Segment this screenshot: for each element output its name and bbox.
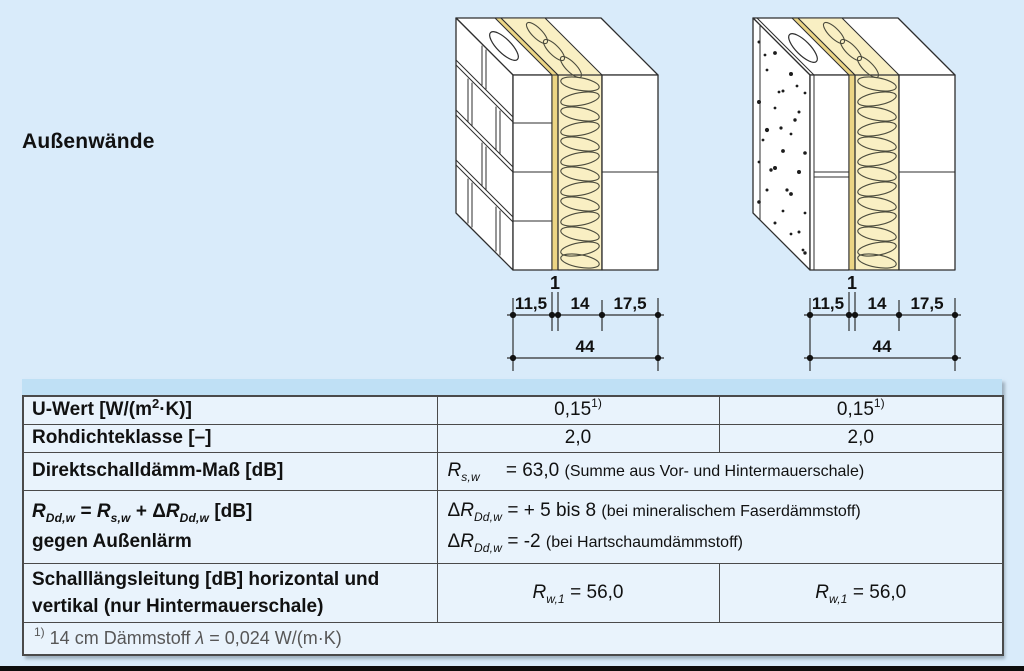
- rohdichte-label: Rohdichteklasse [–]: [22, 423, 438, 453]
- wall-isometric-body: [455, 17, 659, 271]
- footnote: 1) 14 cm Dämmstoff λ = 0,024 W/(m·K): [22, 621, 1004, 656]
- section-gap-layer: [848, 74, 856, 271]
- row-rohdichteklasse: Rohdichteklasse [–] 2,0 2,0: [22, 423, 1004, 453]
- row-footnote: 1) 14 cm Dämmstoff λ = 0,024 W/(m·K): [22, 621, 1004, 656]
- rdw-label-line2: gegen Außenlärm: [32, 530, 192, 552]
- u-wert-value-2: 0,151): [718, 395, 1004, 425]
- insulation-hatching: [525, 21, 600, 269]
- rohdichte-value-2: 2,0: [718, 423, 1004, 453]
- laengs-value-2: Rw,1 = 56,0: [718, 562, 1004, 623]
- section-gap-layer: [551, 74, 559, 271]
- dim-label-seg3: 17,5: [613, 294, 646, 313]
- section-joints: [512, 122, 659, 222]
- row-u-wert: U-Wert [W/(m2·K)] 0,151) 0,151): [22, 395, 1004, 425]
- dim-label-seg2: 14: [868, 294, 887, 313]
- section-joints: [813, 171, 956, 178]
- dimension-dots: [509, 311, 662, 362]
- rdw-label: RDd,w = Rs,w + ΔRDd,w [dB] gegen Außenlä…: [22, 489, 438, 564]
- row-rdw: RDd,w = Rs,w + ΔRDd,w [dB] gegen Außenlä…: [22, 489, 1004, 564]
- wall-diagram-masonry: 1 11,5 14 17,5 44: [455, 17, 664, 371]
- properties-table-container: U-Wert [W/(m2·K)] 0,151) 0,151) Rohdicht…: [22, 379, 1004, 656]
- insulation-hatching: [822, 21, 897, 269]
- table-header-band: [22, 379, 1002, 395]
- laengs-label: Schalllängsleitung [dB] horizontal und v…: [22, 562, 438, 623]
- brick-joints: [455, 45, 514, 256]
- top-render-line: [756, 17, 815, 76]
- wall-isometric-body: [752, 17, 956, 271]
- row-schalllaengsleitung: Schalllängsleitung [dB] horizontal und v…: [22, 562, 1004, 623]
- dim-label-total: 44: [576, 337, 595, 356]
- dimension-dots: [806, 311, 959, 362]
- row-direktschalldaemm: Direktschalldämm-Maß [dB] Rs,w= 63,0 (Su…: [22, 451, 1004, 491]
- laengs-value-1: Rw,1 = 56,0: [436, 562, 720, 623]
- dim-label-seg1: 11,5: [515, 294, 547, 313]
- dim-label-total: 44: [873, 337, 892, 356]
- brick-hole-ellipse: [788, 33, 818, 63]
- direkt-value: Rs,w= 63,0 (Summe aus Vor- und Hintermau…: [436, 451, 1004, 491]
- rohdichte-value-1: 2,0: [436, 423, 720, 453]
- u-wert-value-1: 0,151): [436, 395, 720, 425]
- brick-hole-ellipse: [489, 31, 519, 61]
- properties-table: U-Wert [W/(m2·K)] 0,151) 0,151) Rohdicht…: [22, 395, 1004, 656]
- dim-label-seg2: 14: [571, 294, 590, 313]
- dim-label-seg3: 17,5: [910, 294, 943, 313]
- dim-label-marker: 1: [847, 273, 857, 293]
- stipple-dots: [757, 40, 807, 255]
- dim-label-marker: 1: [550, 273, 560, 293]
- rdw-value: ΔRDd,w = + 5 bis 8 (bei mineralischem Fa…: [436, 489, 1004, 564]
- u-wert-label: U-Wert [W/(m2·K)]: [22, 395, 438, 425]
- bottom-border-bar: [0, 666, 1024, 671]
- page-title: Außenwände: [22, 130, 155, 153]
- direkt-label: Direktschalldämm-Maß [dB]: [22, 451, 438, 491]
- wall-diagram-rendered: 1 11,5 14 17,5 44: [752, 17, 961, 371]
- dim-label-seg1: 11,5: [812, 294, 844, 313]
